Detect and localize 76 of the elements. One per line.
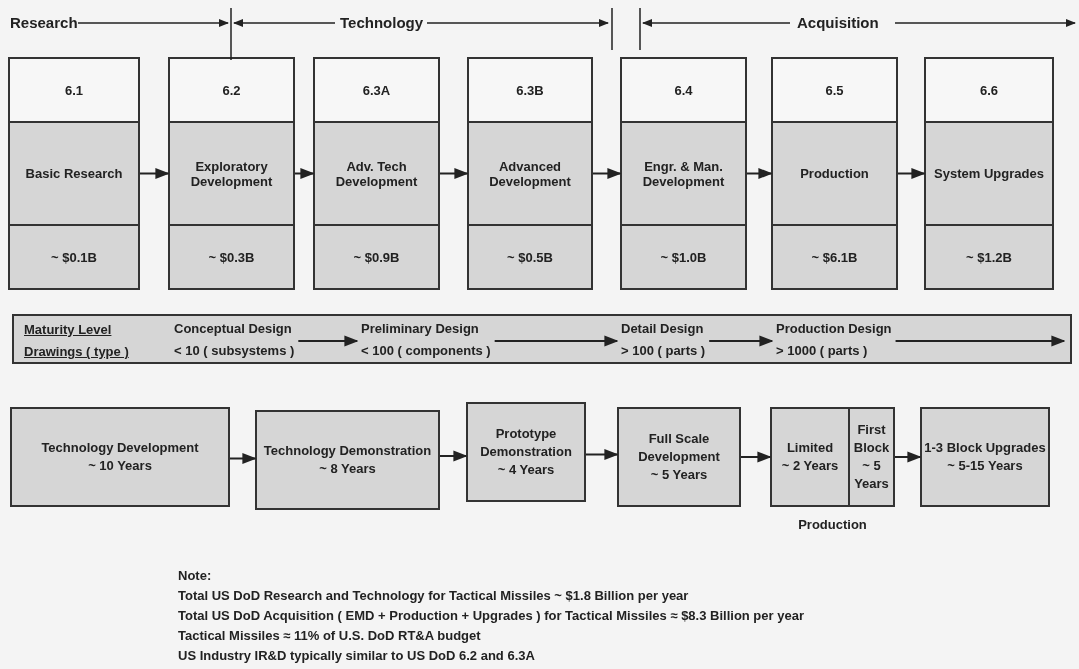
drawing-count: < 10 ( subsystems )	[174, 342, 295, 360]
arrow	[894, 335, 1066, 347]
phase-box	[920, 407, 1050, 507]
budget-amount: ~ $1.0B	[622, 224, 745, 288]
phase-heading: Technology	[340, 14, 424, 31]
design-stage: Conceptual Design	[174, 320, 293, 338]
phase-duration: ~ 2 Years	[781, 457, 839, 475]
arrow	[592, 167, 622, 180]
program-title: System Upgrades	[926, 121, 1052, 224]
arrow	[708, 335, 774, 347]
program-column	[168, 57, 295, 290]
program-title: Adv. Tech Development	[315, 121, 438, 224]
phase-box	[255, 410, 440, 510]
budget-amount: ~ $0.9B	[315, 224, 438, 288]
budget-amount: ~ $0.5B	[469, 224, 591, 288]
program-column	[8, 57, 140, 290]
program-column	[313, 57, 440, 290]
arrow	[746, 167, 773, 180]
budget-amount: ~ $0.1B	[10, 224, 138, 288]
note-text: Tactical Missiles ≈ 11% of U.S. DoD RT&A budget	[178, 628, 481, 643]
phase-box	[10, 407, 230, 507]
program-title: Advanced Development	[469, 121, 591, 224]
note-text: US Industry IR&D typically similar to US DoD 6.2 and 6.3A	[178, 648, 535, 663]
phase-heading: Research	[10, 14, 78, 31]
phase-duration: ~ 10 Years	[88, 457, 152, 475]
row-heading: Maturity Level	[24, 321, 112, 339]
program-title: Engr. & Man. Development	[622, 121, 745, 224]
arrow	[294, 167, 315, 180]
group-heading: Production	[797, 517, 868, 532]
drawing-count: > 100 ( parts )	[621, 342, 706, 360]
phase-box	[466, 402, 586, 502]
design-stage: Preliminary Design	[361, 320, 480, 338]
program-title: Exploratory Development	[170, 121, 293, 224]
drawing-count: > 1000 ( parts )	[776, 342, 869, 360]
phase-heading: Acquisition	[797, 14, 879, 31]
arrow	[229, 452, 257, 465]
arrow	[897, 167, 926, 180]
program-column	[467, 57, 593, 290]
design-stage: Detail Design	[621, 320, 705, 338]
budget-amount: ~ $0.3B	[170, 224, 293, 288]
phase-duration: ~ 4 Years	[497, 461, 555, 479]
phase-duration: ~ 5 Years	[853, 457, 890, 493]
phase-name: Prototype Demonstration	[479, 425, 573, 461]
arrow	[493, 335, 619, 347]
phase-name: Full Scale Development	[637, 430, 721, 466]
phase-duration: ~ 8 Years	[319, 460, 376, 478]
phase-name: First Block	[852, 421, 891, 457]
arrow	[740, 451, 772, 463]
phase-box	[617, 407, 741, 507]
program-column	[924, 57, 1054, 290]
phase-name: Technology Demonstration	[263, 442, 432, 460]
maturity-band	[12, 314, 1072, 364]
arrow	[297, 335, 359, 347]
budget-amount: ~ $6.1B	[773, 224, 896, 288]
phase-duration: ~ 5-15 Years	[947, 457, 1023, 475]
arrow	[585, 448, 619, 461]
phase-duration: ~ 5 Years	[650, 466, 708, 484]
program-title: Production	[773, 121, 896, 224]
arrow	[894, 451, 922, 463]
program-column	[771, 57, 898, 290]
program-title: Basic Research	[10, 121, 138, 224]
program-column	[620, 57, 747, 290]
budget-amount: ~ $1.2B	[926, 224, 1052, 288]
row-heading: Drawings ( type )	[24, 343, 129, 361]
phase-name: 1-3 Block Upgrades	[924, 439, 1046, 457]
phase-name: Limited	[786, 439, 834, 457]
arrow	[139, 167, 170, 180]
design-stage: Production Design	[776, 320, 892, 338]
note-heading: Note:	[178, 568, 212, 583]
arrow	[439, 167, 469, 180]
note-text: Total US DoD Acquisition ( EMD + Production + Upgrades ) for Tactical Missiles ≈ $8.3 Billion per year	[178, 608, 804, 623]
phase-box	[848, 409, 893, 505]
arrow	[439, 450, 468, 462]
note-text: Total US DoD Research and Technology for Tactical Missiles ~ $1.8 Billion per year	[178, 588, 689, 603]
drawing-count: < 100 ( components )	[361, 342, 491, 360]
phase-name: Technology Development	[41, 439, 199, 457]
